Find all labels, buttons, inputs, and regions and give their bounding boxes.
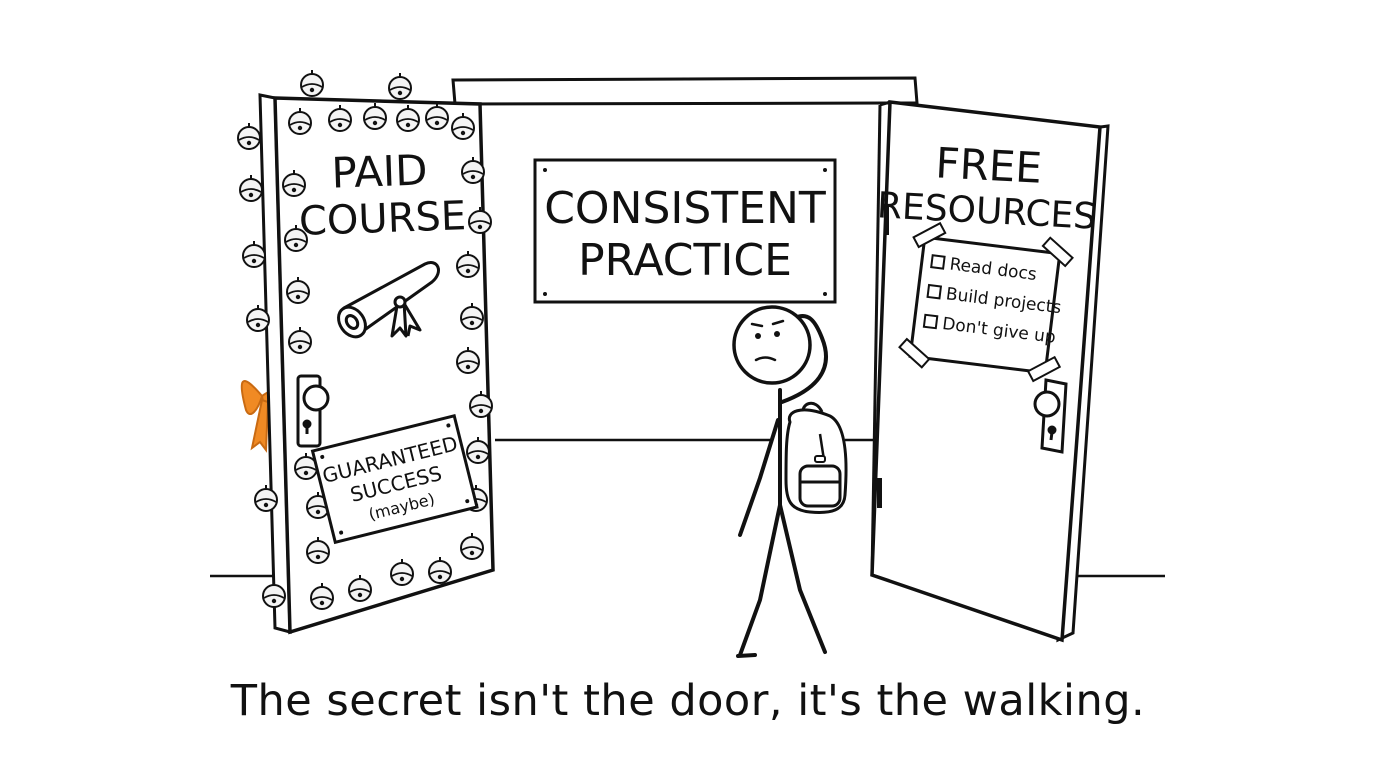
paid-course-door[interactable]: PAID COURSE GUARANTEED SUCCESS bbox=[237, 69, 495, 635]
checkbox-build-projects[interactable] bbox=[926, 283, 943, 300]
doorway-frame bbox=[451, 76, 919, 114]
free-door-knob[interactable] bbox=[1033, 378, 1068, 454]
free-resources-door[interactable]: FREE RESOURCES Read docs Build projects … bbox=[870, 100, 1110, 643]
paid-door-title-line1: PAID bbox=[331, 145, 429, 197]
guaranteed-badge: GUARANTEED SUCCESS (maybe) bbox=[310, 413, 479, 545]
diploma-scroll-icon bbox=[337, 261, 440, 339]
stick-figure-icon bbox=[732, 305, 828, 658]
free-door-title-line1: FREE bbox=[934, 138, 1043, 193]
caption: The secret isn't the door, it's the walk… bbox=[230, 676, 1146, 726]
checkbox-dont-give-up[interactable] bbox=[922, 313, 939, 330]
center-sign-line2: PRACTICE bbox=[578, 235, 792, 286]
backpack-icon bbox=[784, 401, 848, 514]
center-sign: CONSISTENT PRACTICE bbox=[533, 158, 837, 304]
checklist-note: Read docs Build projects Don't give up bbox=[898, 221, 1074, 383]
checkbox-read-docs[interactable] bbox=[930, 254, 946, 270]
paid-door-knob[interactable] bbox=[296, 374, 330, 448]
paid-door-title-line2: COURSE bbox=[298, 193, 467, 245]
center-sign-line1: CONSISTENT bbox=[544, 183, 826, 234]
